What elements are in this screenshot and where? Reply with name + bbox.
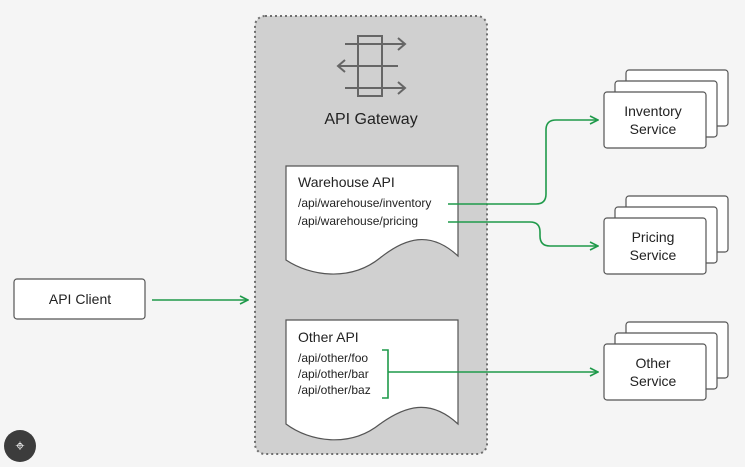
other-route-baz: /api/other/baz xyxy=(298,383,371,397)
inventory-service-label-line2: Service xyxy=(630,121,677,137)
warehouse-api-card: Warehouse API /api/warehouse/inventory /… xyxy=(285,165,459,275)
other-api-title: Other API xyxy=(298,329,359,345)
arrow-inventory-route xyxy=(448,120,598,205)
inventory-service-label-line1: Inventory xyxy=(624,103,682,119)
pricing-service-stack: Pricing Service xyxy=(603,195,729,275)
gateway-arrows-icon xyxy=(336,35,407,97)
other-routes-bracket xyxy=(382,349,389,399)
other-route-bar: /api/other/bar xyxy=(298,367,369,381)
other-service-stack: Other Service xyxy=(603,321,729,401)
gateway-title: API Gateway xyxy=(324,111,417,128)
other-api-card: Other API /api/other/foo /api/other/bar … xyxy=(285,319,459,441)
api-client-label: API Client xyxy=(49,291,111,307)
api-client-box: API Client xyxy=(13,278,146,320)
arrow-pricing-route xyxy=(448,221,598,246)
warehouse-api-title: Warehouse API xyxy=(298,174,395,190)
warehouse-route-pricing: /api/warehouse/pricing xyxy=(298,214,418,228)
inventory-service-stack: Inventory Service xyxy=(603,69,729,149)
warehouse-route-inventory: /api/warehouse/inventory xyxy=(298,196,431,210)
pricing-service-label-line1: Pricing xyxy=(632,229,675,245)
other-service-label-line2: Service xyxy=(630,373,677,389)
other-route-foo: /api/other/foo xyxy=(298,351,368,365)
lens-search-icon[interactable]: ⌖ xyxy=(4,430,36,462)
other-service-label-line1: Other xyxy=(635,355,670,371)
pricing-service-label-line2: Service xyxy=(630,247,677,263)
